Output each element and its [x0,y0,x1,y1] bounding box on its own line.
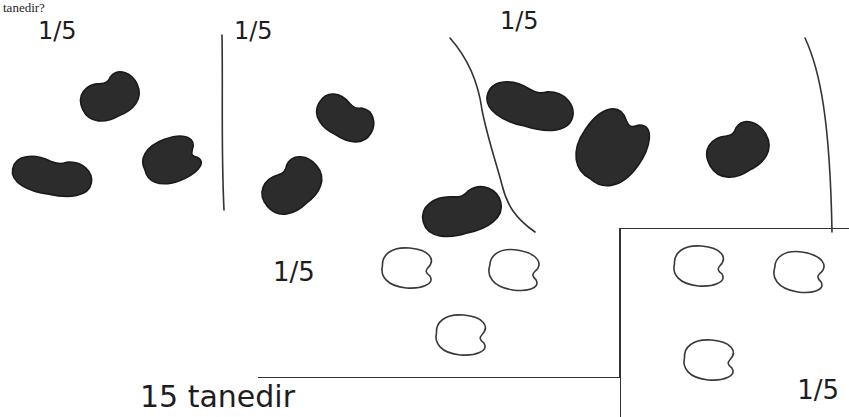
filled-bean [418,182,506,243]
fraction-label: 1/5 [797,376,839,405]
fraction-group-box: 1/5 [620,228,849,417]
fraction-label: 1/5 [500,8,539,34]
filled-bean [137,130,205,190]
fraction-label: 1/5 [273,258,315,287]
filled-bean [482,76,577,138]
outline-bean [486,246,542,294]
filled-bean [309,87,380,149]
outline-bean [683,338,736,382]
fraction-label: 1/5 [38,18,77,44]
filled-bean [254,149,331,224]
outline-bean [381,246,434,290]
outline-bean [771,248,827,296]
divider-line [222,35,224,210]
filled-bean [699,115,777,186]
fraction-group-box: 1/5 [258,228,620,378]
divider-line [805,38,832,232]
filled-bean [9,152,94,201]
outline-bean [673,244,726,288]
fraction-label: 1/5 [234,18,273,44]
question-text: tanedir? [3,1,45,15]
answer-text: 15 tanedir [140,380,295,413]
filled-bean [75,67,146,129]
filled-bean [564,99,659,197]
outline-bean [435,313,488,357]
